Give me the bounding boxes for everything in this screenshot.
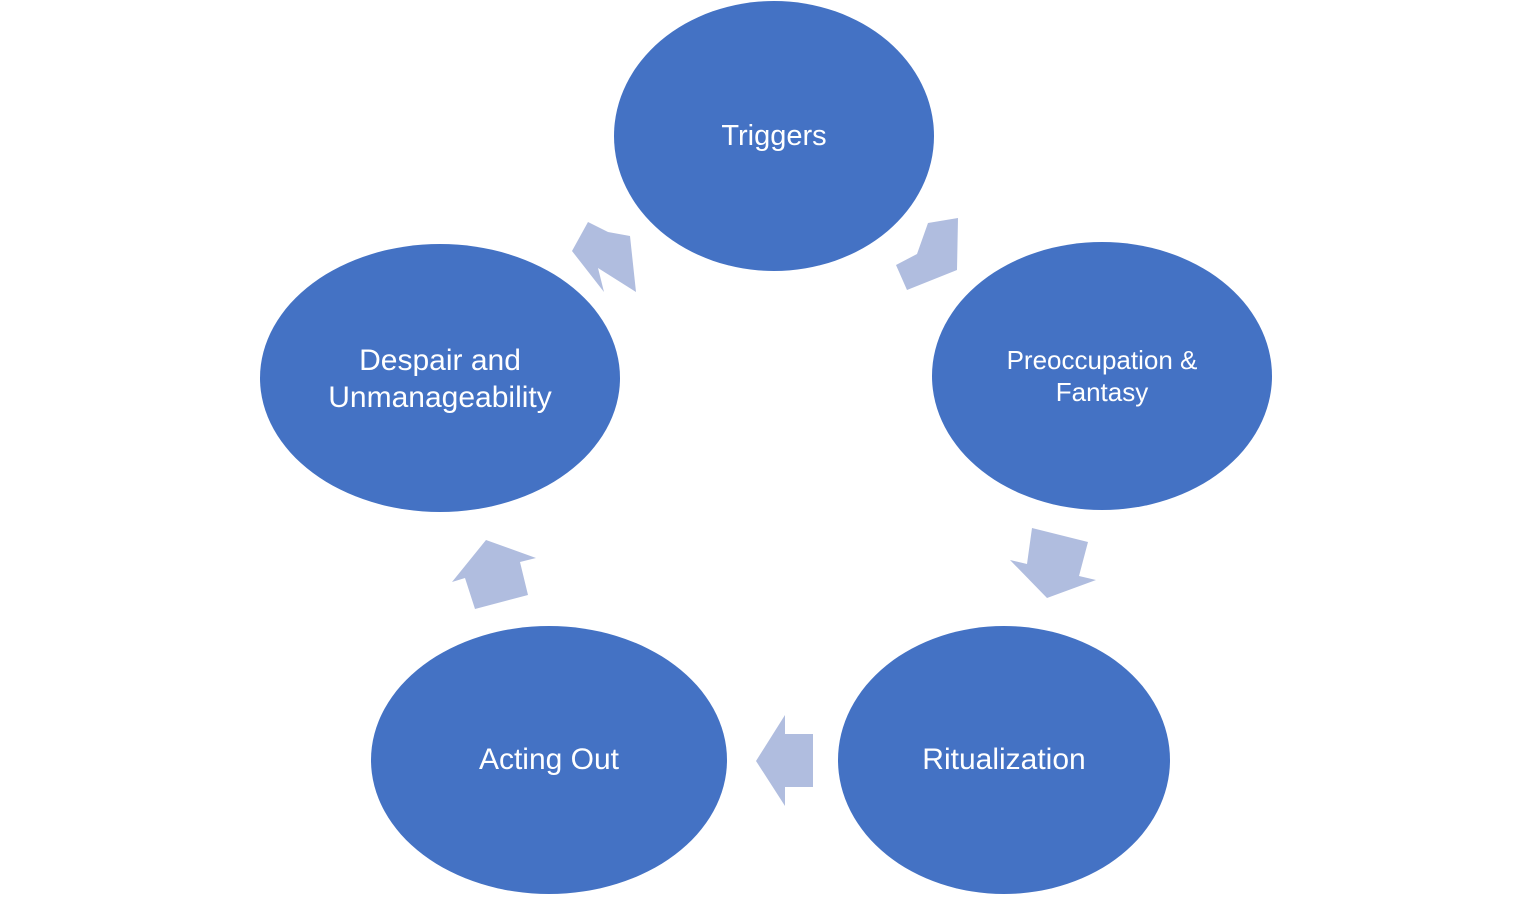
- node-acting-out: [371, 626, 727, 894]
- node-preoccupation: [932, 242, 1272, 510]
- arrow-despair-to-triggers: [572, 222, 636, 292]
- node-label-line: Despair and: [359, 343, 521, 377]
- node-label-line: Preoccupation &: [1006, 344, 1198, 375]
- node-label-acting-out: Acting Out: [372, 724, 726, 796]
- node-triggers: [614, 1, 934, 271]
- arrow-ritualization-to-acting-out: [756, 715, 813, 806]
- node-label-preoccupation: Preoccupation & Fantasy: [936, 337, 1268, 415]
- node-ritualization: [838, 626, 1170, 894]
- arrow-preoccupation-to-ritualization: [1010, 528, 1096, 598]
- node-label-line: Fantasy: [1055, 377, 1149, 407]
- arrow-triggers-to-preoccupation: [896, 218, 958, 290]
- node-despair: [260, 244, 620, 512]
- arrow-acting-out-to-despair: [452, 540, 536, 609]
- node-label-line: Ritualization: [922, 743, 1086, 777]
- node-label-line: Unmanageability: [328, 381, 552, 414]
- node-label-triggers: Triggers: [614, 100, 934, 172]
- node-label-line: Triggers: [721, 119, 827, 152]
- node-label-ritualization: Ritualization: [842, 724, 1166, 796]
- node-label-line: Acting Out: [478, 743, 620, 777]
- node-label-despair: Despair and Unmanageability: [262, 336, 618, 422]
